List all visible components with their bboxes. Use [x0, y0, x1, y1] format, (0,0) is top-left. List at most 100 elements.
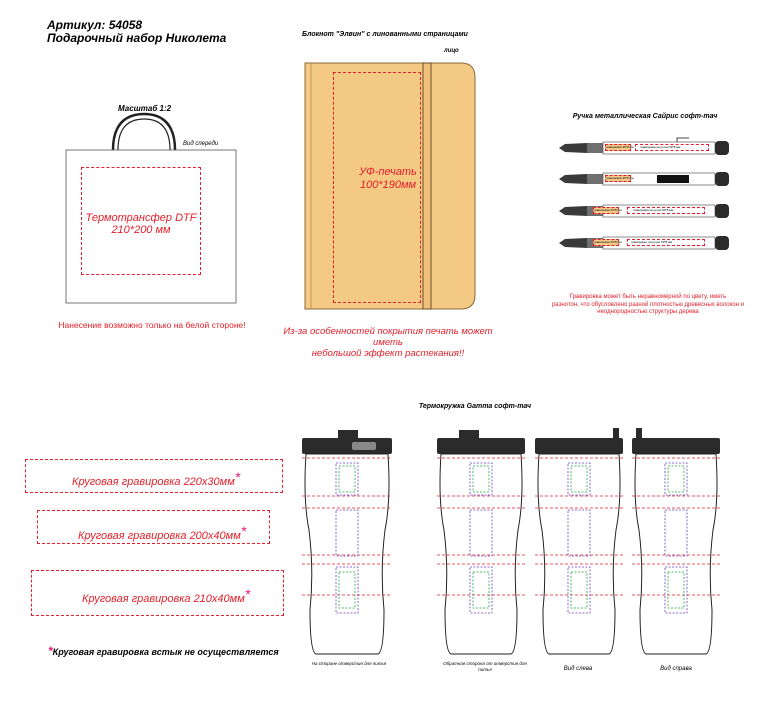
mug-right-zone-1 [664, 462, 688, 496]
mug-front-zone-2 [335, 509, 359, 557]
pen-grip [587, 143, 603, 153]
mug-view-right-label: Вид справа [660, 666, 692, 672]
pen-1-print-long [635, 144, 709, 151]
pen-1 [559, 137, 729, 155]
engraving-asterisk-3: * [244, 586, 251, 602]
mug-views [302, 428, 720, 655]
pen-tip [559, 143, 587, 153]
mug-view-front-label: На стороне отверстия для питья [311, 661, 387, 666]
notebook-print-method: УФ-печать [359, 166, 417, 178]
mug-left-zone-2 [567, 509, 591, 557]
pen-1-print-small [605, 144, 631, 151]
bag-scale: Масштаб 1:2 [118, 104, 172, 113]
pen-note-line1: Гравировка может быть неравномерной по ц… [569, 294, 727, 300]
engraving-label-1: Круговая гравировка 220х30мм* [72, 469, 240, 488]
pen-1-label-small: гравировка 35*8 мм [606, 145, 634, 149]
mug-back-lid-tab [459, 430, 479, 440]
bag-print-area-label: Термотрансфер DTF 210*200 мм [81, 212, 201, 236]
notebook-print-area [333, 72, 421, 303]
mug-back-body [439, 453, 523, 655]
bag-handle-outer [111, 112, 177, 151]
mug-right-body [634, 453, 718, 655]
mug-title: Термокружка Gamma софт-тач [418, 403, 532, 410]
mug-back-zone-3-inner [472, 571, 490, 609]
pen-2-wood-insert [605, 175, 631, 182]
pen-stylus [715, 172, 729, 186]
engraving-asterisk-1: * [234, 469, 241, 485]
mug-left-lid-tab [613, 428, 619, 440]
pen-4-label-small: гравировка 35*8 мм [594, 240, 622, 244]
notebook-side-label: лицо [444, 48, 459, 54]
mug-right-lid [632, 438, 720, 454]
notebook-title: Блокнот "Элвин" с линованными страницами [302, 31, 468, 38]
bag-print-area [81, 167, 201, 275]
footnote-asterisk: * [48, 644, 53, 658]
mug-left-lid [535, 438, 623, 454]
bag-print-size: 210*200 мм [111, 224, 171, 236]
engraving-box-1 [25, 459, 283, 493]
notebook-print-size: 100*190мм [359, 179, 417, 191]
pen-dark-plate [657, 175, 689, 183]
mug-back-zone-1-inner [472, 465, 490, 493]
notebook-note-line2: небольшой эффект растекания!! [311, 348, 465, 359]
bag-print-method: Термотрансфер DTF [85, 212, 197, 224]
pen-tip [559, 238, 587, 248]
notebook [304, 62, 476, 310]
pen-2 [559, 172, 729, 186]
pen-4 [559, 236, 729, 250]
pen-stylus [715, 141, 729, 155]
pen-clip [676, 137, 689, 142]
mug-front-drink-hole [352, 442, 376, 450]
mug-back-zone-2 [469, 509, 493, 557]
engraving-box-3 [31, 570, 284, 616]
engraving-label-3: Круговая гравировка 210х40мм* [82, 586, 250, 605]
bag-note: Нанесение возможно только на белой сторо… [58, 320, 246, 330]
pen-4-wood-insert [593, 239, 619, 246]
pen-tip [559, 206, 587, 216]
footnote-text: Круговая гравировка встык не осуществляе… [52, 647, 279, 657]
pen-3-print-long [627, 207, 705, 214]
mug-front-lid [302, 438, 392, 454]
notebook-elastic-band [422, 62, 432, 310]
pen-1-wood-insert [605, 144, 631, 151]
mug-back-zone-1 [469, 462, 493, 496]
pen-title: Ручка металлическая Сайрис софт-тач [572, 113, 718, 120]
tote-bag [65, 112, 237, 304]
mug-right-lid-tab [636, 428, 642, 440]
pen-note: Гравировка может быть неравномерной по ц… [548, 294, 748, 317]
mug-right-zone-1-inner [667, 465, 685, 493]
pen-2-label-small: гравировка 35*8 мм [606, 176, 634, 180]
mug-front-zone-1-inner [338, 465, 356, 493]
mug-view-back-label: Обратная сторона от отверстия для питья [443, 661, 527, 672]
mug-right-zone-2 [664, 509, 688, 557]
pen-4-print-small [593, 239, 619, 246]
mug-view-left-label: Вид слева [563, 666, 593, 672]
bag-view-label: Вид спереди [183, 141, 219, 147]
pen-stylus [715, 236, 729, 250]
mug-left-zone-3 [567, 566, 591, 614]
mug-front-zone-1 [335, 462, 359, 496]
notebook-cover [304, 62, 476, 310]
pen-3-label-small: гравировка 35*8 мм [594, 208, 622, 212]
pen-3-wood-insert [593, 207, 619, 214]
pen-3-print-small [593, 207, 619, 214]
pen-note-line2: разнотон, что обусловлено разной плотнос… [551, 301, 745, 308]
engraving-box-2 [37, 510, 270, 544]
mug-left-zone-1-inner [570, 465, 588, 493]
mug-back-lid [437, 438, 525, 454]
pen-note-line3: неоднородностью структуры дерева [597, 309, 699, 315]
notebook-note: Из-за особенностей покрытия печать может… [268, 326, 508, 359]
engraving-footnote: *Круговая гравировка встык не осуществля… [48, 644, 279, 658]
pen-tip [559, 174, 587, 184]
notebook-note-line1: Из-за особенностей покрытия печать может… [283, 326, 493, 348]
notebook-print-area-label: УФ-печать 100*190мм [333, 166, 443, 192]
mug-back-zone-3 [469, 566, 493, 614]
mug-front-zone-3 [335, 566, 359, 614]
mug-right-zone-3-inner [667, 571, 685, 609]
pen-group: гравировка 35*8 мм гравировка на ручке 5… [557, 136, 732, 286]
engraving-text-1: Круговая гравировка 220х30мм [72, 476, 235, 488]
pen-4-print-long [627, 239, 705, 246]
mug-front-body [304, 453, 390, 655]
engraving-label-2: Круговая гравировка 200х40мм* [78, 523, 246, 542]
pen-1-label-long: гравировка на ручке 50*8 мм [640, 145, 681, 149]
